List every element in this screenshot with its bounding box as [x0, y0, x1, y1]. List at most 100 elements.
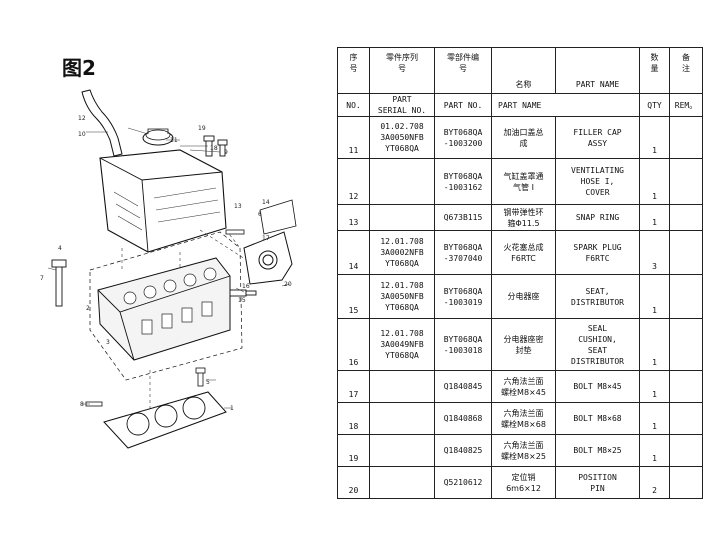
callout: 13	[234, 203, 242, 210]
row-name-en: SEAT, DISTRIBUTOR	[555, 274, 640, 319]
row-part-no: BYT068QA -1003162	[434, 158, 492, 205]
row-qty: 3	[639, 230, 670, 275]
row-serial-no: 12.01.708 3A0050NFB YT068QA	[369, 274, 435, 319]
callout: 2	[86, 305, 90, 312]
row-part-no: Q1840868	[434, 402, 492, 435]
header-qty-cn: 数 量	[639, 47, 670, 94]
row-name-en: FILLER CAP ASSY	[555, 116, 640, 159]
header-name-en2: PART NAME	[491, 93, 640, 117]
row-qty: 1	[639, 204, 670, 231]
header-row-english: NO. PART SERIAL NO. PART NO. PART NAME Q…	[337, 93, 703, 117]
row-no: 12	[337, 158, 370, 205]
callout: 11	[170, 137, 178, 144]
row-rem	[669, 274, 703, 319]
row-name-cn: 钢带弹性环 箍Φ11.5	[491, 204, 556, 231]
ventilation-hose	[81, 89, 123, 157]
row-serial-no	[369, 204, 435, 231]
row-serial-no	[369, 466, 435, 499]
distributor-seat	[243, 231, 293, 285]
callout: 20	[284, 281, 292, 288]
valve-cover	[99, 149, 227, 253]
head-bolt-left	[51, 259, 67, 307]
callout: 16	[242, 283, 250, 290]
row-name-en: SEAL CUSHION, SEAT DISTRIBUTOR	[555, 318, 640, 371]
row-name-cn: 加油口盖总 成	[491, 116, 556, 159]
callout: 14	[262, 199, 270, 206]
row-part-no: Q1840845	[434, 370, 492, 403]
row-name-en: BOLT M8×68	[555, 402, 640, 435]
row-serial-no	[369, 158, 435, 205]
callout: 19	[198, 125, 206, 132]
row-name-cn: 六角法兰面 螺栓M8×68	[491, 402, 556, 435]
row-qty: 1	[639, 370, 670, 403]
header-partno-cn: 零部件编 号	[434, 47, 492, 94]
row-rem	[669, 204, 703, 231]
callout: 7	[40, 275, 44, 282]
row-rem	[669, 318, 703, 371]
callout: 12	[78, 115, 86, 122]
row-part-no: Q5210612	[434, 466, 492, 499]
row-name-cn: 火花塞总成 F6RTC	[491, 230, 556, 275]
row-part-no: BYT068QA -1003018	[434, 318, 492, 371]
row-part-no: Q1840825	[434, 434, 492, 467]
row-qty: 1	[639, 274, 670, 319]
head-gasket	[103, 391, 227, 449]
header-name-en: PART NAME	[555, 47, 640, 94]
row-rem	[669, 466, 703, 499]
row-rem	[669, 434, 703, 467]
callout: 9	[224, 149, 228, 156]
row-rem	[669, 230, 703, 275]
callout: 10	[78, 131, 86, 138]
row-part-no: Q673B115	[434, 204, 492, 231]
top-bolts	[203, 135, 228, 157]
row-name-cn: 定位销 6m6×12	[491, 466, 556, 499]
row-no: 19	[337, 434, 370, 467]
header-rem-en: REM。	[669, 93, 703, 117]
header-no-cn: 序 号	[337, 47, 370, 94]
row-part-no: BYT068QA -3707040	[434, 230, 492, 275]
row-name-en: VENTILATING HOSE I, COVER	[555, 158, 640, 205]
row-serial-no	[369, 370, 435, 403]
row-serial-no	[369, 434, 435, 467]
exploded-parts-diagram: 12 10 11 19 18 9 13 6 14 16 17 20 15 4 5…	[30, 80, 335, 530]
header-serial-cn: 零件序列 号	[369, 47, 435, 94]
spark-plug	[229, 289, 257, 297]
row-name-en: BOLT M8×45	[555, 370, 640, 403]
callout: 6	[258, 211, 262, 218]
row-name-cn: 六角法兰面 螺栓M8×45	[491, 370, 556, 403]
row-name-cn: 分电器座密 封垫	[491, 318, 556, 371]
row-no: 17	[337, 370, 370, 403]
header-partno-en: PART NO.	[434, 93, 492, 117]
row-no: 16	[337, 318, 370, 371]
cylinder-head-outline	[89, 231, 243, 381]
row-name-cn: 六角法兰面 螺栓M8×25	[491, 434, 556, 467]
row-no: 18	[337, 402, 370, 435]
header-rem-cn: 备 注	[669, 47, 703, 94]
row-no: 13	[337, 204, 370, 231]
callout: 17	[262, 235, 270, 242]
row-name-cn: 气缸盖罩通 气管 I	[491, 158, 556, 205]
row-rem	[669, 370, 703, 403]
row-serial-no: 12.01.708 3A0049NFB YT068QA	[369, 318, 435, 371]
row-name-en: SNAP RING	[555, 204, 640, 231]
header-name-cn: 名称	[491, 47, 556, 94]
filler-cap	[142, 128, 174, 146]
row-serial-no: 12.01.708 3A0002NFB YT068QA	[369, 230, 435, 275]
callout: 18	[210, 145, 218, 152]
row-name-en: POSITION PIN	[555, 466, 640, 499]
row-qty: 1	[639, 116, 670, 159]
callout: 5	[206, 379, 210, 386]
row-rem	[669, 158, 703, 205]
row-no: 20	[337, 466, 370, 499]
callout: 8	[80, 401, 84, 408]
parts-table: 序 号 零件序列 号 零部件编 号 名称 PART NAME 数 量 备 注 N…	[337, 47, 703, 499]
row-qty: 1	[639, 158, 670, 205]
